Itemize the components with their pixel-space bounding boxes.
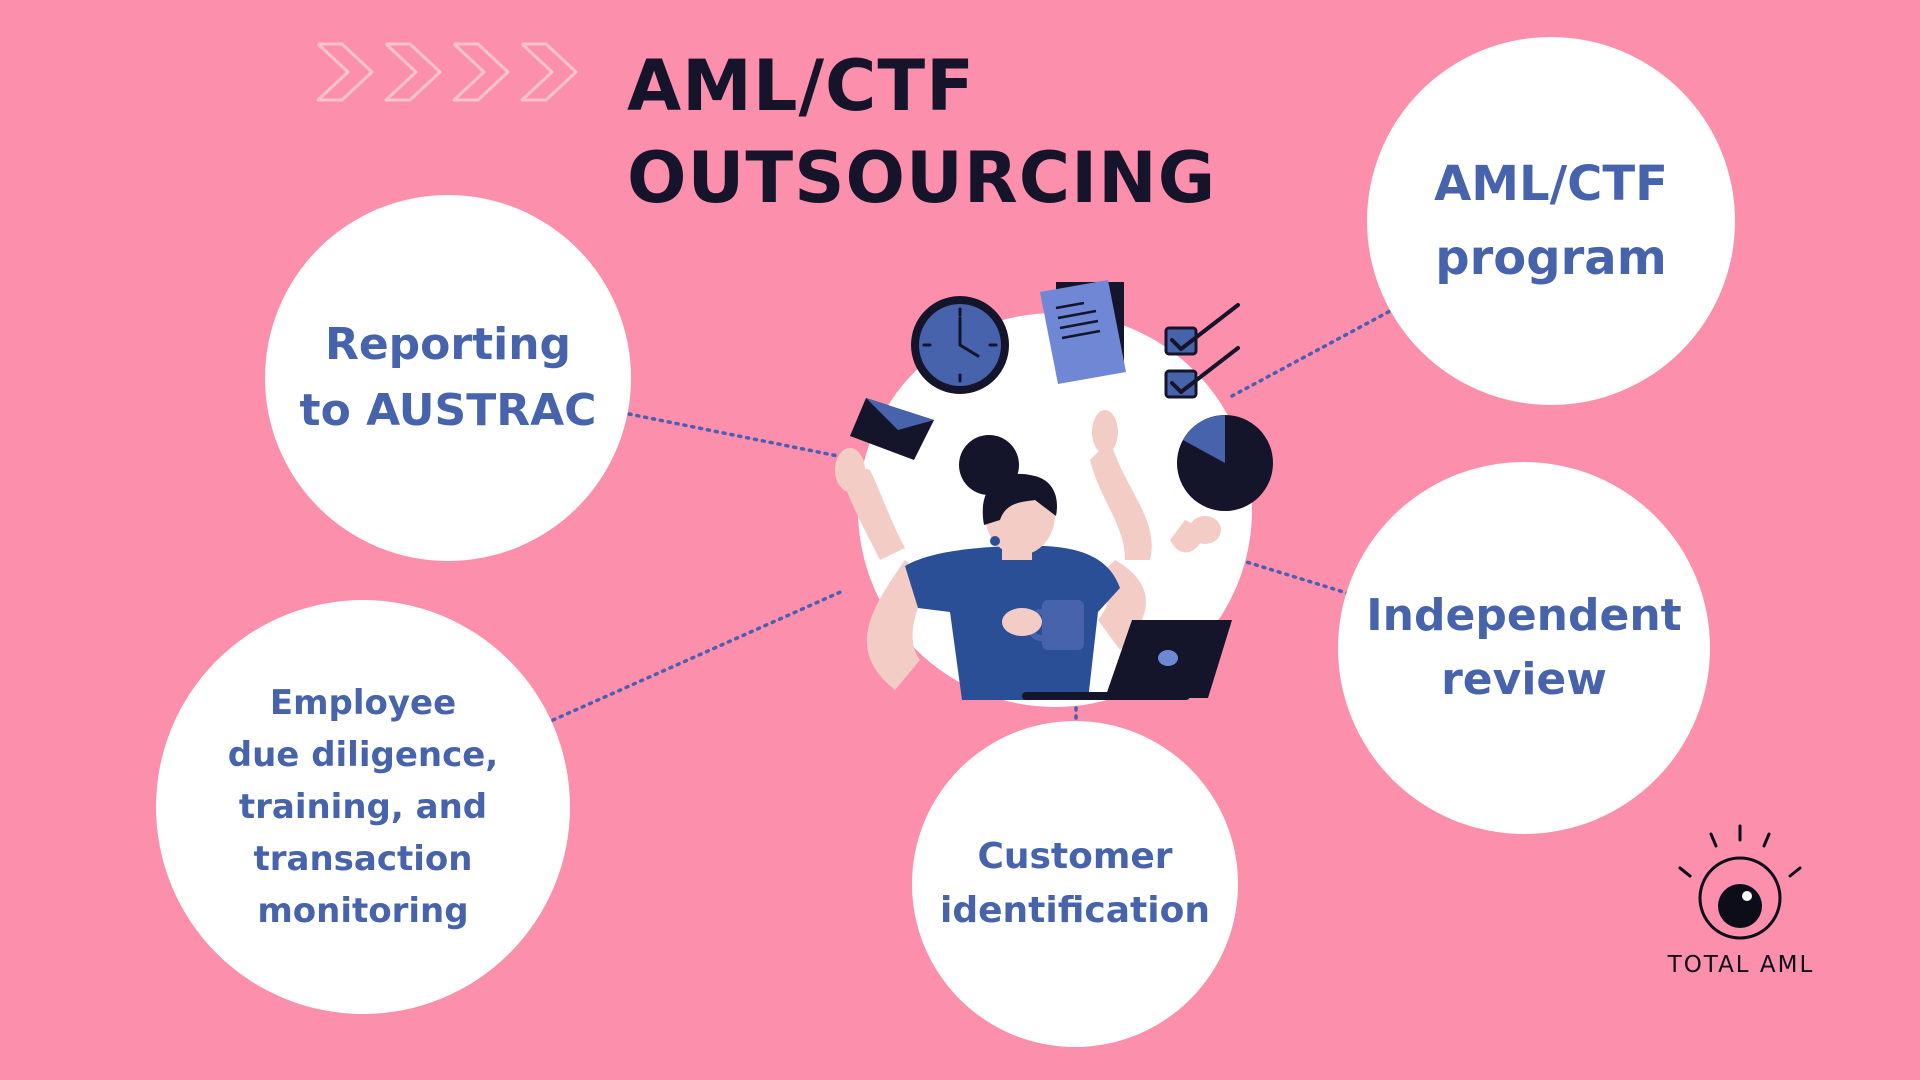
document-icon	[1040, 280, 1126, 384]
service-reporting-to-austrac: Reporting to AUSTRAC	[265, 195, 631, 561]
page-title: AML/CTF OUTSOURCING	[627, 40, 1216, 224]
clock-icon	[911, 296, 1009, 394]
service-text: program	[1435, 230, 1667, 286]
envelope-icon	[850, 398, 934, 460]
service-text: monitoring	[257, 891, 469, 931]
connector-employee	[551, 588, 847, 722]
service-text: transaction	[253, 839, 473, 879]
service-aml-ctf-program: AML/CTF program	[1367, 37, 1735, 405]
service-customer-identification: Customer identification	[912, 721, 1238, 1047]
connector-reporting	[627, 412, 840, 458]
service-text: Independent	[1366, 590, 1682, 641]
pie-chart-icon	[1177, 415, 1273, 511]
service-text: to AUSTRAC	[299, 385, 597, 436]
coffee-mug-icon	[1002, 600, 1084, 650]
service-text: training, and	[238, 787, 488, 827]
service-text: Customer	[977, 836, 1173, 877]
checklist-icon	[1164, 303, 1240, 399]
service-text: review	[1441, 654, 1607, 705]
connector-review	[1238, 558, 1352, 596]
brand-name: TOTAL AML	[1667, 952, 1815, 978]
service-text: Employee	[269, 683, 457, 723]
service-text: identification	[940, 890, 1210, 931]
service-employee-due-diligence: Employee due diligence, training, and tr…	[156, 600, 570, 1014]
laptop-icon	[1022, 620, 1232, 700]
service-text: AML/CTF	[1434, 156, 1668, 212]
service-text: due diligence,	[227, 735, 499, 775]
title-line-2: OUTSOURCING	[627, 137, 1217, 219]
service-independent-review: Independent review	[1338, 462, 1710, 834]
service-text: Reporting	[324, 319, 572, 370]
title-line-1: AML/CTF	[627, 45, 975, 127]
connector-program	[1230, 308, 1394, 398]
